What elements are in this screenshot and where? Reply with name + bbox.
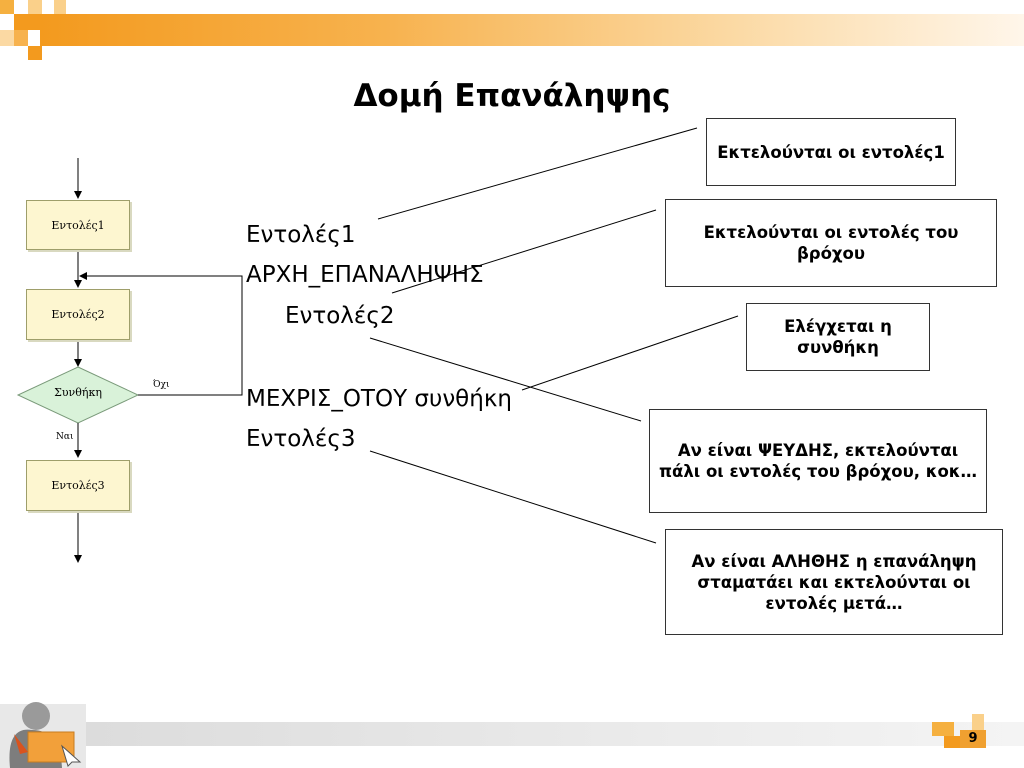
deco-square xyxy=(28,46,42,60)
callout-text: Εκτελούνται οι εντολές του βρόχου xyxy=(703,223,959,263)
pseudocode-line: Εντολές3 xyxy=(246,426,356,452)
callout-text: Αν είναι ΨΕΥΔΗΣ, εκτελούνται πάλι οι εντ… xyxy=(658,441,978,481)
footer-bar xyxy=(86,722,1024,746)
header-decoration xyxy=(0,0,1024,64)
callout-connector-1 xyxy=(377,127,698,220)
footer-deco-square xyxy=(972,714,984,730)
flowchart-box-statements3: Εντολές3 xyxy=(26,460,130,511)
page-number: 9 xyxy=(960,730,986,748)
deco-square xyxy=(54,0,66,14)
flow-loop-back xyxy=(79,272,243,396)
callout-text: Εκτελούνται οι εντολές1 xyxy=(717,142,945,162)
pseudocode-line: Εντολές1 xyxy=(246,222,356,248)
callout-connector-4 xyxy=(369,337,642,422)
flowchart-box-statements2: Εντολές2 xyxy=(26,289,130,340)
callout-connector-5 xyxy=(369,450,657,544)
callout-false-case: Αν είναι ΨΕΥΔΗΣ, εκτελούνται πάλι οι εντ… xyxy=(649,409,987,513)
pseudocode-line: ΑΡΧΗ_ΕΠΑΝΑΛΗΨΗΣ xyxy=(246,262,484,288)
flowchart-no-label: Όχι xyxy=(153,380,170,390)
callout-text: Αν είναι ΑΛΗΘΗΣ η επανάληψη σταματάει κα… xyxy=(691,551,977,613)
deco-square xyxy=(28,0,42,14)
deco-square xyxy=(0,30,14,46)
footer-deco-square xyxy=(944,736,960,748)
callout-true-case: Αν είναι ΑΛΗΘΗΣ η επανάληψη σταματάει κα… xyxy=(665,529,1003,635)
logo-icon xyxy=(0,702,86,768)
flowchart-yes-label: Ναι xyxy=(56,432,74,442)
callout-condition-check: Ελέγχεται η συνθήκη xyxy=(746,303,930,371)
pseudocode-line: ΜΕΧΡΙΣ_ΟΤΟΥ συνθήκη xyxy=(246,386,512,412)
callout-connector-2 xyxy=(391,209,657,294)
callout-connector-3 xyxy=(521,315,739,391)
callout-text: Ελέγχεται η συνθήκη xyxy=(784,317,892,357)
slide-title: Δομή Επανάληψης xyxy=(353,78,671,114)
callout-loop-body: Εκτελούνται οι εντολές του βρόχου xyxy=(665,199,997,287)
deco-square xyxy=(14,30,28,46)
deco-square xyxy=(14,14,40,30)
pseudocode-line: Εντολές2 xyxy=(285,303,395,329)
footer-deco-square xyxy=(932,722,954,736)
deco-square xyxy=(0,0,14,14)
callout-statements1: Εκτελούνται οι εντολές1 xyxy=(706,118,956,186)
header-gradient-bar xyxy=(40,14,1024,46)
flowchart-condition-label: Συνθήκη xyxy=(54,386,102,399)
flowchart-box-statements1: Εντολές1 xyxy=(26,200,130,250)
